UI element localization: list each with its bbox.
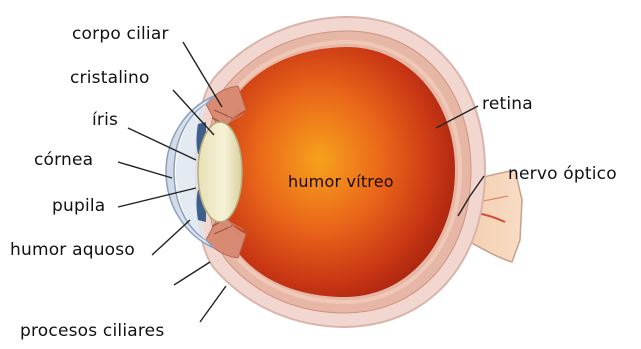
label-humor-aquoso: humor aquoso bbox=[10, 240, 135, 260]
label-pupila: pupila bbox=[52, 196, 105, 216]
label-nervo-optico: nervo óptico bbox=[508, 164, 617, 184]
lens-shape bbox=[198, 122, 242, 222]
label-retina: retina bbox=[482, 94, 533, 114]
label-iris: íris bbox=[92, 110, 118, 130]
label-processos-ciliares: procesos ciliares bbox=[20, 321, 164, 341]
label-humor-vitreo: humor vítreo bbox=[288, 172, 394, 192]
label-cristalino: cristalino bbox=[70, 68, 150, 88]
label-cornea: córnea bbox=[34, 150, 93, 170]
leader-procesos-ciliares-a bbox=[174, 262, 210, 285]
leader-cornea bbox=[118, 162, 172, 178]
leader-humor-aquoso bbox=[152, 220, 190, 255]
leader-procesos-ciliares-b bbox=[200, 286, 226, 322]
label-corpo-ciliar: corpo ciliar bbox=[72, 24, 169, 44]
